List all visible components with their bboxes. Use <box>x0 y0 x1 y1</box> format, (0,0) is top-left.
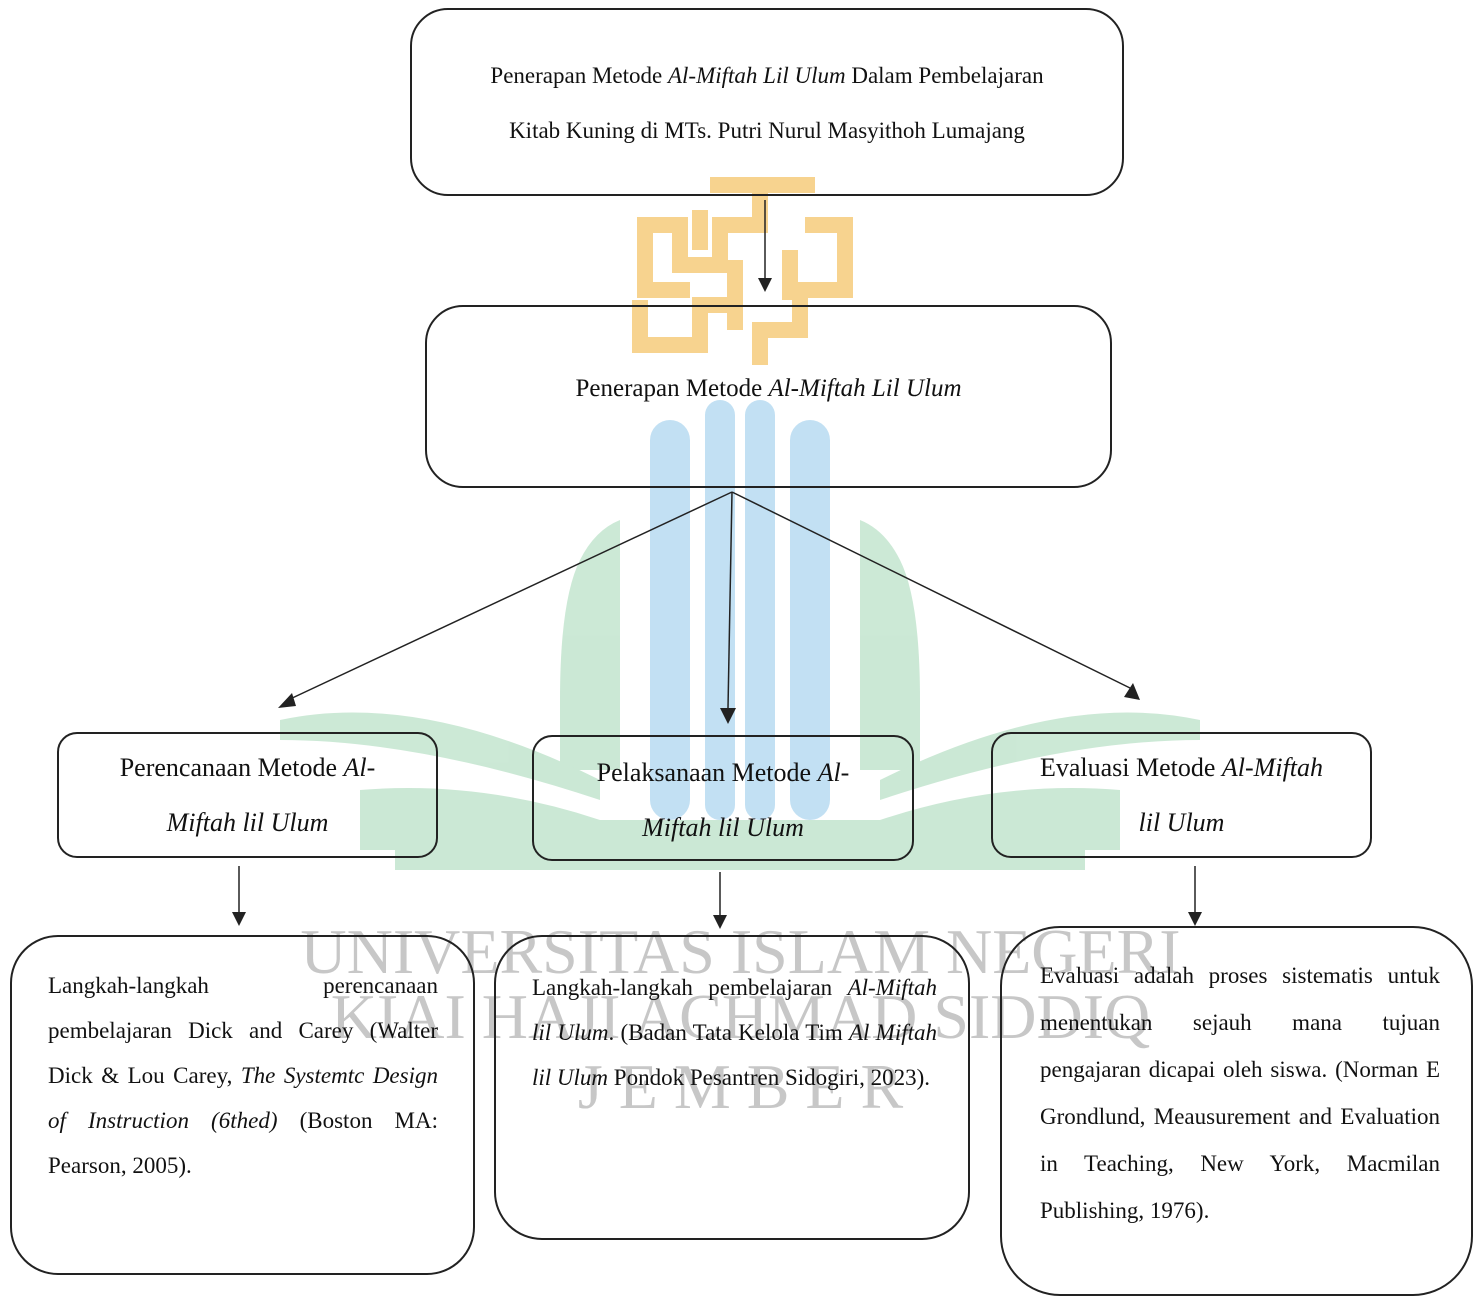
center-detail-text: Langkah-langkah pembelajaran Al-Miftah l… <box>532 965 937 1100</box>
arrow-middle-to-left <box>287 491 733 701</box>
left-detail-text: Langkah-langkah perencanaan pembelajaran… <box>48 963 438 1188</box>
center-heading-text: Pelaksanaan Metode Al- Miftah lil Ulum <box>534 745 912 855</box>
top-box: Penerapan Metode Al-Miftah Lil Ulum Dala… <box>410 8 1124 196</box>
right-heading-box: Evaluasi Metode Al-Miftah lil Ulum <box>991 732 1372 858</box>
top-line-2: Kitab Kuning di MTs. Putri Nurul Masyith… <box>509 118 1025 143</box>
right-head-pre: Evaluasi Metode <box>1039 753 1222 782</box>
right-heading-text: Evaluasi Metode Al-Miftah lil Ulum <box>993 740 1370 850</box>
top-line-1-pre: Penerapan Metode <box>490 63 668 88</box>
left-heading-box: Perencanaan Metode Al- Miftah lil Ulum <box>57 732 438 858</box>
top-line-1: Penerapan Metode Al-Miftah Lil Ulum Dala… <box>412 48 1122 103</box>
center-body-em-1: Al-Miftah lil Ulum <box>532 975 937 1045</box>
center-head-pre: Pelaksanaan Metode <box>596 758 818 787</box>
center-body-2: . (Badan Tata Kelola Tim <box>608 1020 849 1045</box>
left-head-em-1: Al- <box>343 753 376 782</box>
middle-em: Al-Miftah Lil Ulum <box>768 375 962 402</box>
center-body-3: Pondok Pesantren Sidogiri, 2023). <box>608 1065 931 1090</box>
middle-pre: Penerapan Metode <box>575 375 769 402</box>
arrow-middle-to-right <box>731 491 1131 689</box>
left-detail-box: Langkah-langkah perencanaan pembelajaran… <box>10 935 475 1275</box>
right-head-em-1: Al-Miftah <box>1221 753 1324 782</box>
left-body-em: The Systemtc Design of Instruction (6the… <box>48 1063 438 1133</box>
left-head-pre: Perencanaan Metode <box>119 753 344 782</box>
top-line-1-post: Dalam Pembelajaran <box>845 63 1044 88</box>
center-heading-box: Pelaksanaan Metode Al- Miftah lil Ulum <box>532 735 914 861</box>
center-head-em-1: Al- <box>817 758 850 787</box>
center-body-1: Langkah-langkah pembelajaran <box>532 975 848 1000</box>
left-head-em-2: Miftah lil Ulum <box>166 808 329 837</box>
middle-box: Penerapan Metode Al-Miftah Lil Ulum <box>425 305 1112 488</box>
right-head-em-2: lil Ulum <box>1138 808 1225 837</box>
left-body-2: (Boston MA: Pearson, 2005). <box>48 1108 439 1178</box>
top-box-text: Penerapan Metode Al-Miftah Lil Ulum Dala… <box>412 48 1122 158</box>
center-body-em-2: Al Miftah lil Ulum <box>532 1020 937 1090</box>
left-body-1: Langkah-langkah perencanaan pembelajaran… <box>48 973 438 1088</box>
top-line-1-em: Al-Miftah Lil Ulum <box>667 63 846 88</box>
center-head-em-2: Miftah lil Ulum <box>642 813 804 842</box>
right-detail-text: Evaluasi adalah proses sistematis untuk … <box>1040 963 1440 1223</box>
middle-box-text: Penerapan Metode Al-Miftah Lil Ulum <box>427 375 1110 403</box>
arrow-middle-to-center <box>727 491 733 709</box>
left-heading-text: Perencanaan Metode Al- Miftah lil Ulum <box>59 740 436 850</box>
right-detail-box: Evaluasi adalah proses sistematis untuk … <box>1000 926 1473 1296</box>
center-detail-box: Langkah-langkah pembelajaran Al-Miftah l… <box>494 935 970 1240</box>
